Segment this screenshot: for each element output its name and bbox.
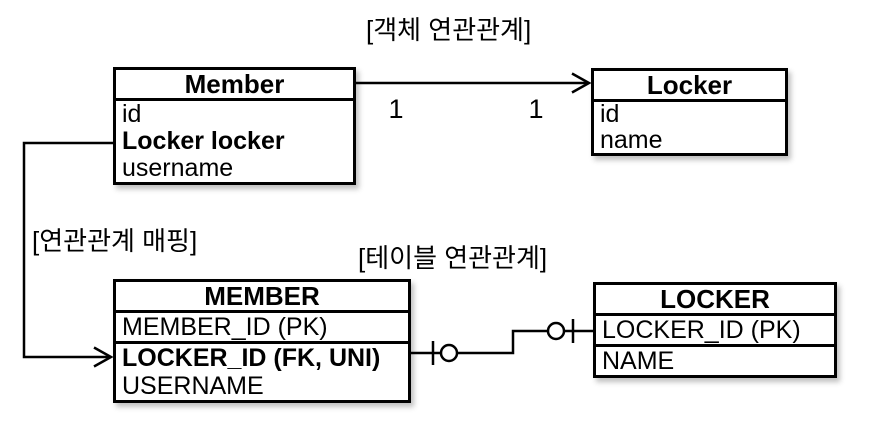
- mapping-label: [연관관계 매핑]: [32, 226, 198, 256]
- member-class-fields: id Locker locker username: [116, 101, 353, 182]
- locker-table-title: LOCKER: [596, 284, 834, 316]
- object-association-title: [객체 연관관계]: [366, 15, 532, 45]
- member-table-title: MEMBER: [116, 281, 408, 313]
- table-relation-connector: [410, 319, 593, 365]
- locker-class-title: Locker: [594, 70, 785, 102]
- member-class-box: Member id Locker locker username: [113, 67, 356, 185]
- locker-table-box: LOCKER LOCKER_ID (PK) NAME: [593, 282, 837, 378]
- locker-class-box: Locker id name: [591, 68, 788, 156]
- locker-class-fields: id name: [594, 102, 785, 153]
- column-name: NAME: [602, 347, 675, 375]
- field-id: id: [122, 101, 142, 128]
- arrowhead-icon: [93, 346, 114, 368]
- locker-table-columns: LOCKER_ID (PK) NAME: [596, 316, 834, 375]
- cardinality-source: 1: [388, 94, 404, 124]
- zero-circle-icon: [439, 343, 459, 363]
- member-table-columns: MEMBER_ID (PK) LOCKER_ID (FK, UNI) USERN…: [116, 313, 408, 400]
- column-locker-id-fk: LOCKER_ID (FK, UNI): [122, 344, 381, 372]
- column-locker-id-pk: LOCKER_ID (PK): [596, 316, 834, 347]
- column-username: USERNAME: [122, 372, 264, 400]
- object-association-arrow: [355, 72, 592, 94]
- member-table-box: MEMBER MEMBER_ID (PK) LOCKER_ID (FK, UNI…: [113, 279, 411, 403]
- table-association-title: [테이블 연관관계]: [358, 243, 548, 273]
- field-username: username: [122, 155, 234, 182]
- field-name: name: [600, 127, 663, 154]
- mapping-arrow: [22, 141, 114, 368]
- field-id: id: [600, 102, 620, 128]
- member-class-title: Member: [116, 69, 353, 101]
- field-locker-locker: Locker locker: [122, 128, 285, 155]
- zero-circle-icon: [546, 321, 566, 341]
- column-member-id-pk: MEMBER_ID (PK): [116, 313, 408, 344]
- cardinality-target: 1: [528, 94, 544, 124]
- arrowhead-icon: [571, 72, 592, 94]
